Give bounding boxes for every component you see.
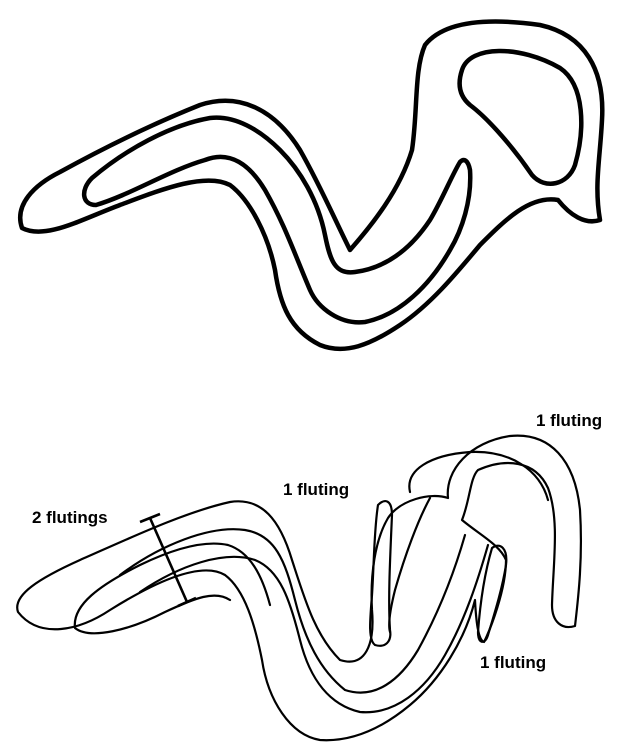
bottom-fluting-arch-inner	[409, 452, 548, 500]
label-two-flutings: 2 flutings	[32, 508, 108, 527]
top-inner-loop	[460, 51, 582, 184]
label-middle-fluting: 1 fluting	[283, 480, 349, 499]
label-top-right-fluting: 1 fluting	[536, 411, 602, 430]
top-outer-outline	[20, 22, 602, 349]
label-bottom-right-fluting: 1 fluting	[480, 653, 546, 672]
bottom-fluting-middle-strand	[389, 498, 430, 632]
top-specimen	[20, 22, 602, 349]
bottom-inner-line-2	[140, 545, 488, 712]
